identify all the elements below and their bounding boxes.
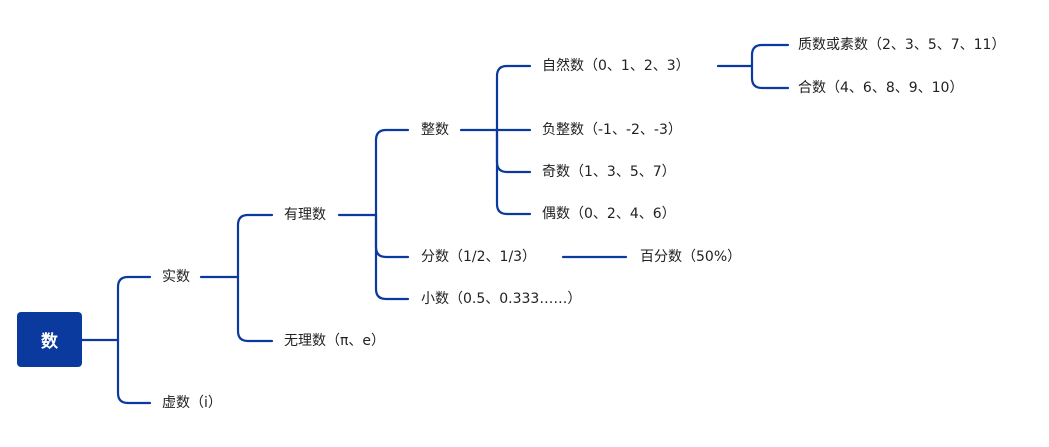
connector-rational-branch-0 (374, 128, 410, 217)
node-fraction: 分数（1/2、1/3） (421, 249, 537, 265)
node-real: 实数 (162, 269, 190, 285)
connector-root-branch-1 (116, 338, 152, 405)
node-natural: 自然数（0、1、2、3） (542, 58, 690, 74)
node-percentage: 百分数（50%） (640, 249, 742, 265)
node-irrational: 无理数（π、e） (284, 333, 386, 349)
node-even: 偶数（0、2、4、6） (542, 206, 676, 222)
connector-natural-branch-1 (750, 64, 790, 90)
node-negative-integer: 负整数（-1、-2、-3） (542, 122, 682, 138)
connector-natural-branch-0 (750, 43, 790, 68)
node-decimal: 小数（0.5、0.333……） (421, 291, 582, 307)
node-integer: 整数 (421, 122, 449, 138)
connector-integer-branch-3 (495, 128, 532, 216)
node-imaginary: 虚数（i） (162, 395, 222, 411)
connector-rational-branch-2 (374, 213, 410, 301)
node-composite: 合数（4、6、8、9、10） (798, 80, 964, 96)
connector-root-branch-0 (116, 275, 152, 342)
node-rational: 有理数 (284, 207, 326, 223)
connector-real-branch-0 (236, 213, 274, 279)
root-node: 数 (17, 312, 82, 367)
connector-rational-branch-1 (374, 213, 410, 259)
connector-integer-branch-0 (495, 64, 532, 132)
connector-real-branch-1 (236, 275, 274, 343)
connector-integer-branch-2 (495, 128, 532, 174)
node-prime: 质数或素数（2、3、5、7、11） (798, 37, 1006, 53)
node-odd: 奇数（1、3、5、7） (542, 164, 676, 180)
